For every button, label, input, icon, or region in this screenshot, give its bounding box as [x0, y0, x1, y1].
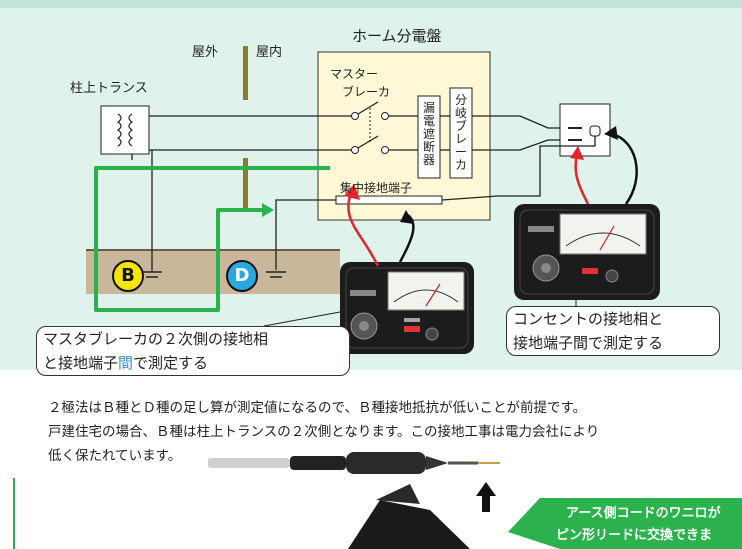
label-master-breaker-1: マスター [330, 67, 379, 81]
wall-icon [243, 46, 248, 100]
measurement-path-green [94, 166, 330, 312]
description-line-1: ２極法はＢ種とＤ種の足し算が測定値になるので、Ｂ種接地抵抗が低いことが前提です。 [48, 400, 587, 416]
outlet-icon [559, 103, 611, 157]
description-line-2: 戸建住宅の場合、Ｂ種は柱上トランスの２次側となります。この接地工事は電力会社によ… [48, 424, 600, 440]
callout-right-line2: 接地端子間で測定する [513, 334, 664, 352]
up-arrow-icon [476, 482, 496, 512]
ground-symbol-icon [142, 270, 162, 278]
label-master-breaker-2: ブレーカ [342, 85, 391, 99]
test-probe-icon [208, 452, 500, 474]
callout-left-line2: と接地端子間で測定する [43, 354, 209, 372]
callout-left-line1: マスタブレーカの２次側の接地相 [43, 330, 269, 348]
earth-leakage-breaker-box [417, 95, 441, 179]
banner-arrow [508, 498, 742, 549]
black-lead-2 [611, 132, 638, 205]
description-line-3: 低く保たれています。 [48, 448, 182, 464]
label-branch-breaker: 分岐ブレーカ [454, 93, 467, 172]
callout-right-line1: コンセントの接地相と [513, 310, 664, 328]
callout-right: コンセントの接地相と 接地端子間で測定する [506, 306, 720, 356]
breaker-switch-icon [351, 112, 359, 120]
branch-breaker-box [449, 87, 473, 179]
tester-icon [340, 262, 474, 354]
banner-line-1: アース側コードのワニロが [566, 506, 721, 521]
transformer-icon [100, 105, 150, 155]
label-outdoor: 屋外 [192, 45, 219, 60]
callout-left-highlight: 間 [118, 354, 134, 372]
ground-d-badge: D [226, 260, 258, 292]
ground-b-badge: B [112, 260, 144, 292]
red-lead [347, 189, 380, 267]
alligator-clip-icon [348, 484, 470, 549]
banner-line-2: ピン形リードに交換できま [556, 528, 713, 543]
label-earth-leakage-breaker: 漏電遮断器 [422, 101, 435, 167]
panel-title: ホーム分電盤 [352, 27, 442, 45]
label-ground-terminal: 集中接地端子 [340, 181, 413, 195]
label-pole-transformer: 柱上トランス [70, 81, 148, 96]
label-indoor: 屋内 [256, 45, 283, 60]
tester-icon-2 [514, 204, 660, 300]
callout-left: マスタブレーカの２次側の接地相 と接地端子間で測定する [36, 326, 350, 376]
description-paragraph: ２極法はＢ種とＤ種の足し算が測定値になるので、Ｂ種接地抵抗が低いことが前提です。… [48, 396, 738, 468]
wall-icon-lower [243, 158, 248, 208]
